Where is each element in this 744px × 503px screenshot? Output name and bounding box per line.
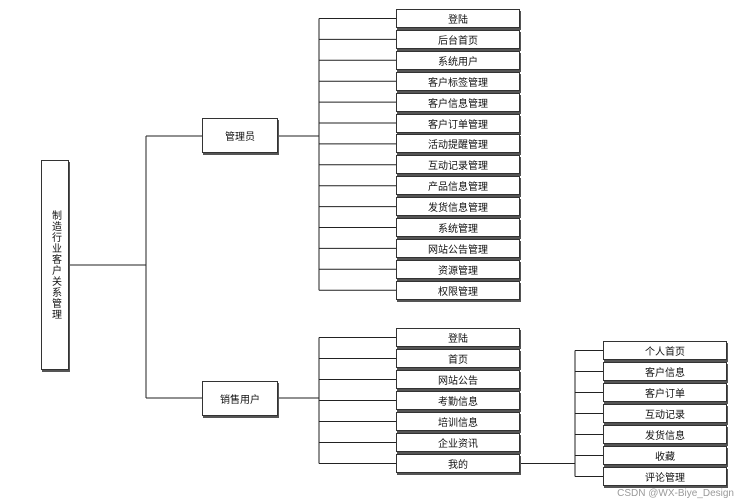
sales-item-label: 企业资讯 [438,439,478,450]
mine-item-2: 客户订单 [603,383,727,402]
mine-item-label: 收藏 [655,452,675,463]
mine-item-3: 互动记录 [603,404,727,423]
mine-item-label: 互动记录 [645,410,685,421]
mine-item-label: 发货信息 [645,431,685,442]
admin-item-7: 互动记录管理 [396,155,520,175]
admin-item-label: 互动记录管理 [428,161,488,173]
sales-item-4: 培训信息 [396,412,520,431]
watermark: CSDN @WX-Biye_Design [617,488,734,499]
admin-item-11: 网站公告管理 [396,238,520,258]
sales-node: 销售用户 [202,381,278,416]
admin-item-2: 系统用户 [396,50,520,70]
admin-item-label: 客户标签管理 [428,77,488,89]
admin-item-label: 资源管理 [438,265,478,277]
admin-item-5: 客户订单管理 [396,113,520,133]
admin-item-label: 客户订单管理 [428,119,488,131]
root-node: 制造行业客户关系管理 [41,160,69,370]
admin-item-4: 客户信息管理 [396,92,520,112]
admin-item-10: 系统管理 [396,218,520,237]
sales-item-5: 企业资讯 [396,433,520,452]
mine-item-4: 发货信息 [603,425,727,444]
admin-node: 管理员 [202,118,278,153]
admin-item-6: 活动提醒管理 [396,134,520,154]
admin-item-label: 网站公告管理 [428,244,488,256]
admin-item-label: 活动提醒管理 [428,140,488,152]
admin-item-label: 系统用户 [438,56,478,68]
sales-item-3: 考勤信息 [396,391,520,410]
admin-item-9: 发货信息管理 [396,197,520,217]
admin-item-label: 发货信息管理 [428,203,488,215]
admin-item-12: 资源管理 [396,259,520,279]
sales-item-label: 网站公告 [438,376,478,387]
sales-item-label: 培训信息 [438,418,478,429]
mine-item-5: 收藏 [603,446,727,465]
sales-item-label: 考勤信息 [438,397,478,408]
admin-item-label: 后台首页 [438,35,478,47]
admin-item-label: 登陆 [448,15,468,26]
sales-item-1: 首页 [396,349,520,368]
admin-label: 管理员 [225,132,255,143]
root-label: 制造行业客户关系管理 [49,210,61,320]
admin-item-label: 产品信息管理 [428,182,488,194]
sales-item-0: 登陆 [396,328,520,347]
sales-item-label: 登陆 [448,334,468,345]
admin-item-label: 客户信息管理 [428,98,488,110]
admin-item-13: 权限管理 [396,280,520,300]
admin-item-label: 系统管理 [438,224,478,235]
admin-item-0: 登陆 [396,9,520,28]
mine-item-label: 客户订单 [645,389,685,400]
admin-item-8: 产品信息管理 [396,176,520,196]
mine-item-label: 评论管理 [645,473,685,484]
sales-item-label: 我的 [448,460,468,471]
sales-item-2: 网站公告 [396,370,520,389]
mine-item-label: 客户信息 [645,368,685,379]
admin-item-label: 权限管理 [438,286,478,298]
admin-item-3: 客户标签管理 [396,71,520,91]
mine-item-label: 个人首页 [645,347,685,358]
mine-item-0: 个人首页 [603,341,727,360]
admin-item-1: 后台首页 [396,29,520,49]
mine-item-1: 客户信息 [603,362,727,381]
sales-item-6: 我的 [396,454,520,473]
mine-item-6: 评论管理 [603,467,727,486]
sales-label: 销售用户 [220,395,260,406]
sales-item-label: 首页 [448,355,468,366]
